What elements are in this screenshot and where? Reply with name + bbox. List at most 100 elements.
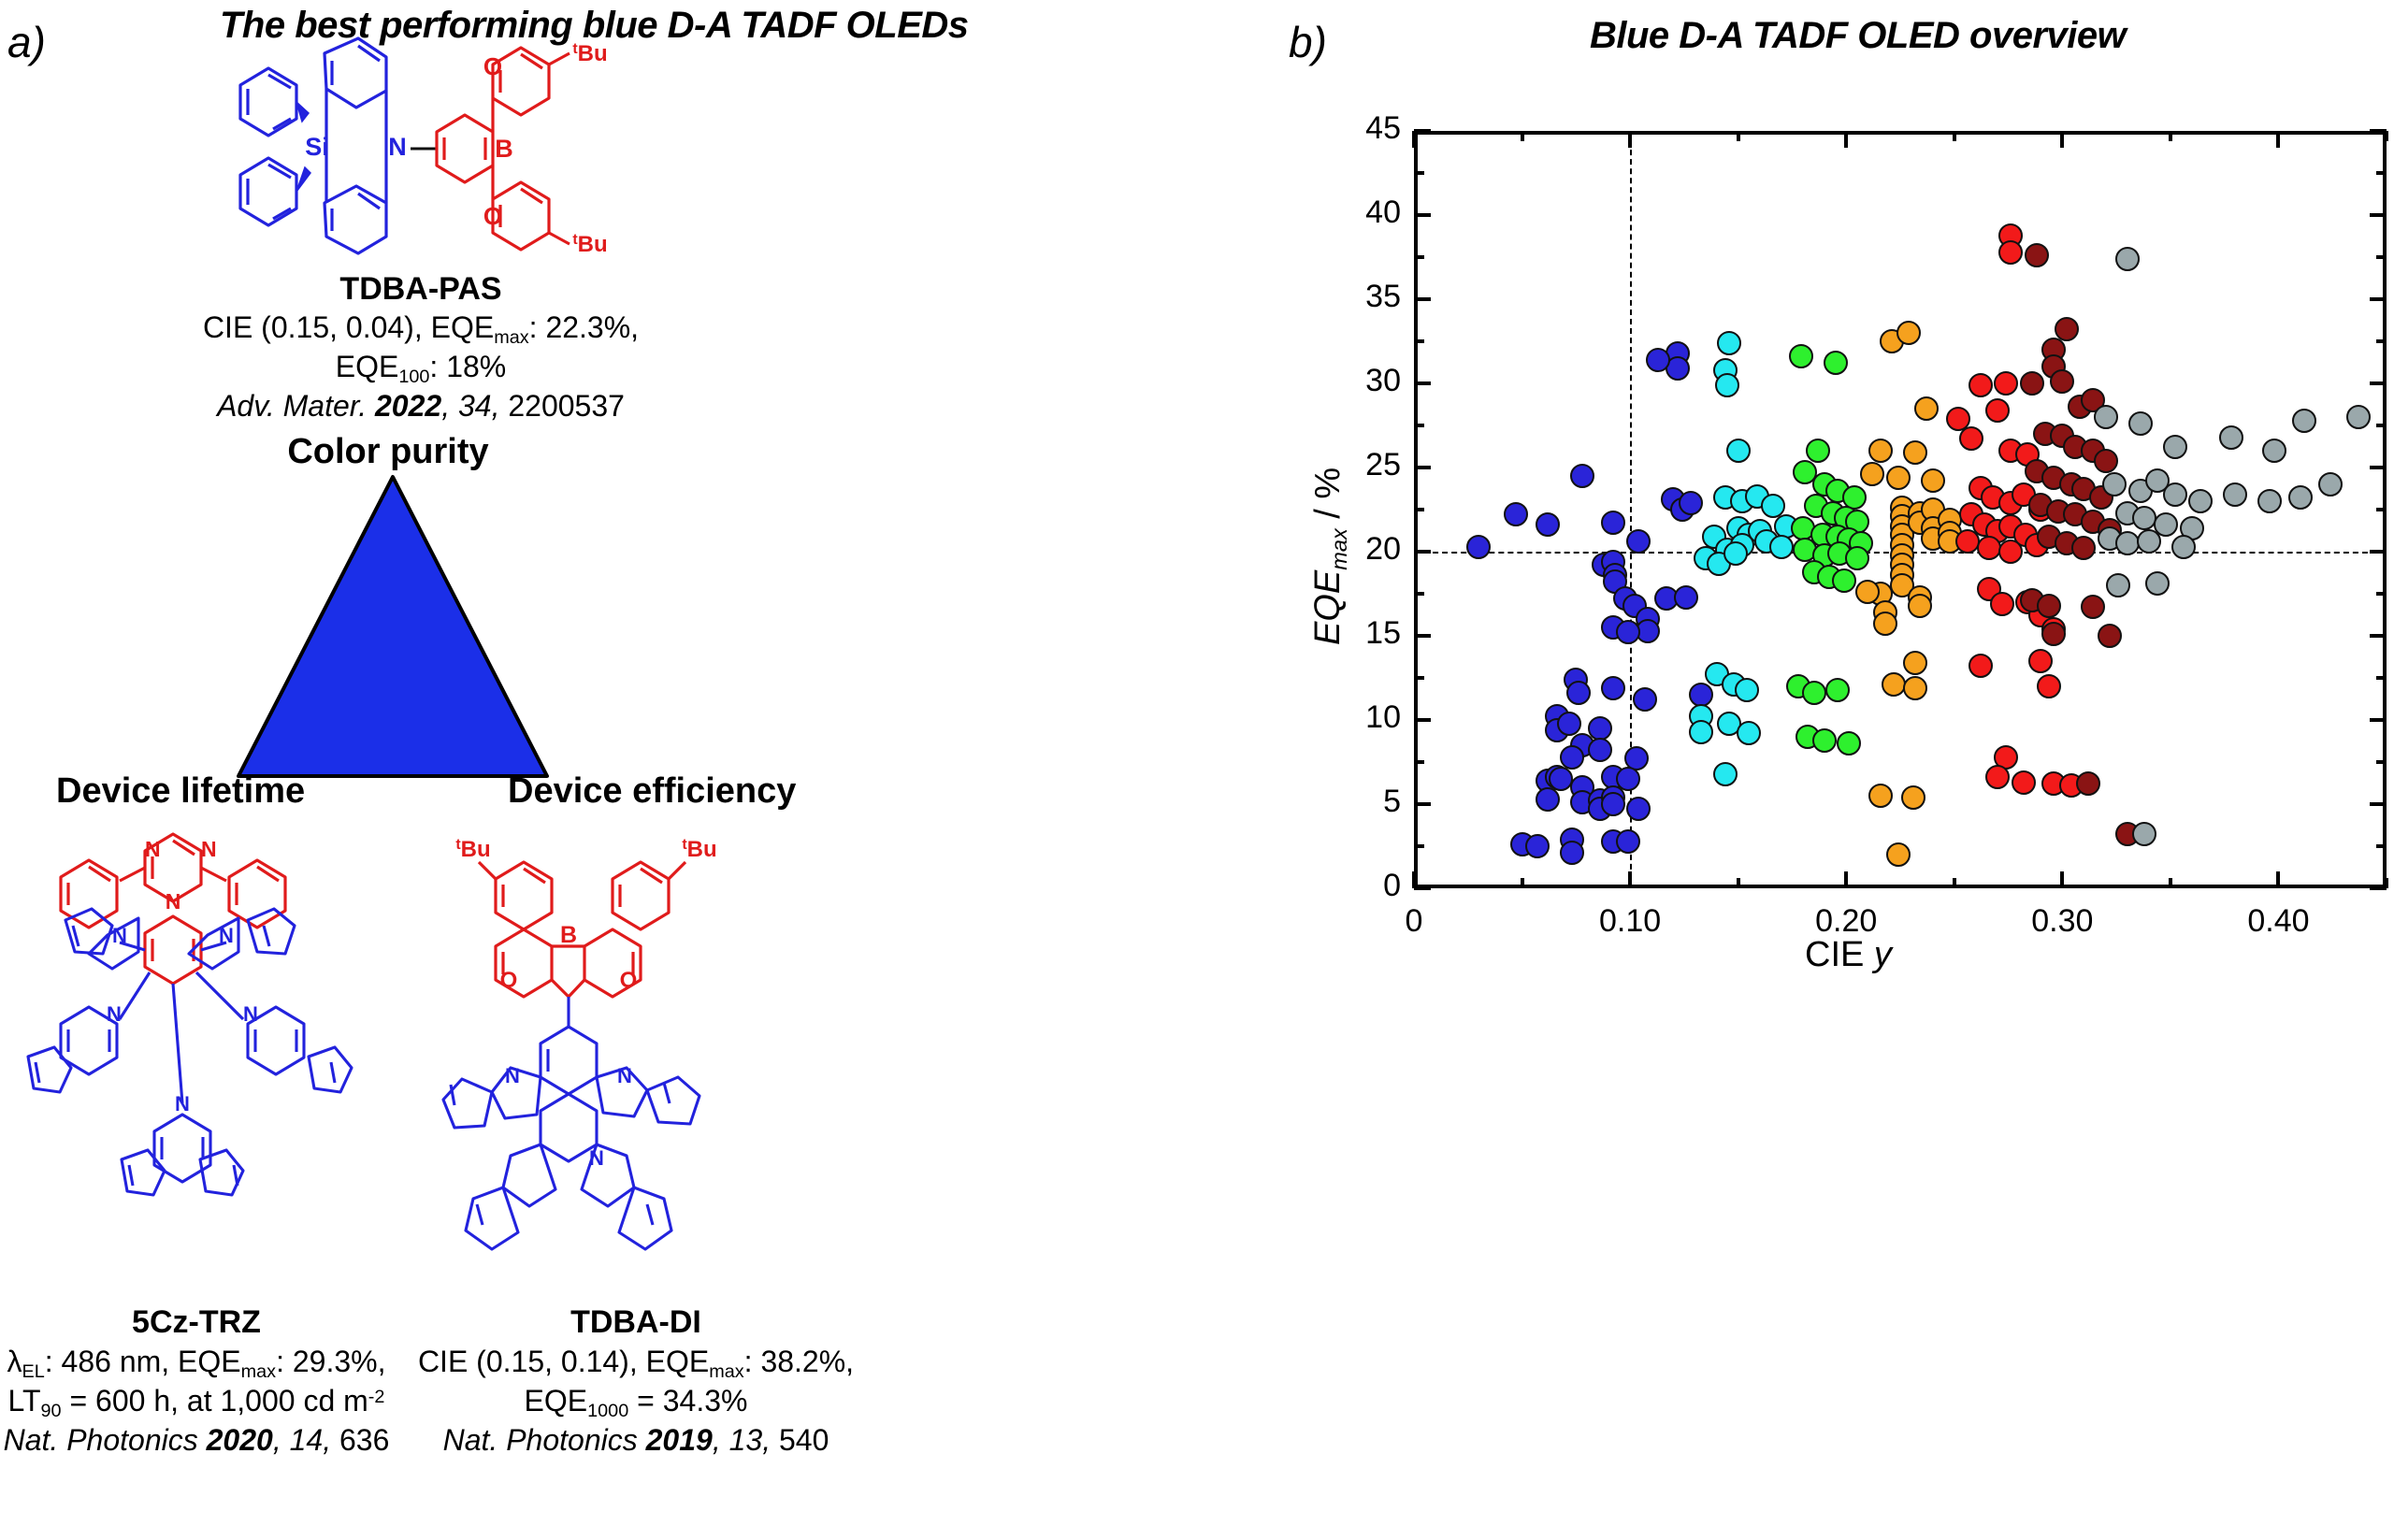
scatter-point-grey [2132, 506, 2157, 530]
x-tick-label: 0 [1405, 903, 1423, 939]
scatter-point-orange [1885, 842, 1911, 867]
molecule-line2-tdba-di: EQE1000 = 34.3% [411, 1384, 860, 1421]
scatter-point-red [1994, 744, 2019, 770]
ref-year: 2019 [645, 1423, 713, 1457]
di-l1-post: : 38.2%, [743, 1345, 855, 1378]
scatter-point-green [1806, 439, 1831, 463]
x-axis-title-var: y [1873, 935, 1892, 974]
molecule-ref-tdba-di: Nat. Photonics 2019, 13, 540 [442, 1423, 829, 1457]
y-tick-label: 45 [1365, 110, 1401, 146]
scatter-point-dark-red [2076, 771, 2101, 797]
scatter-point-sky-blue [1734, 677, 1759, 702]
scatter-point-red [1968, 372, 1993, 397]
scatter-point-deep-blue [1559, 744, 1584, 770]
scatter-point-orange [1896, 321, 1922, 345]
cz-l1-sub: EL [22, 1361, 45, 1383]
x-tick-label: 0.10 [1599, 903, 1662, 939]
molecule-line2-tdba-pas: EQE100: 18% [168, 350, 673, 387]
scatter-point-green [1812, 727, 1838, 753]
svg-text:N: N [166, 889, 181, 914]
cz-l1-pre: λ [7, 1345, 22, 1378]
scatter-point-orange [1872, 612, 1897, 637]
y-tick-label: 15 [1365, 615, 1401, 651]
scatter-point-grey [2145, 571, 2170, 597]
scatter-point-deep-blue [1626, 529, 1651, 554]
scatter-point-orange [1868, 784, 1894, 808]
strategy-triangle [229, 468, 556, 785]
y-axis-title-unit: / % [1308, 467, 1348, 529]
tdba-di-structure: B O O tBu tBu N N N [440, 823, 842, 1290]
scatter-point-deep-blue [1626, 797, 1651, 822]
scatter-point-deep-blue [1557, 711, 1582, 736]
reference-line-x-0.1 [1630, 131, 1633, 888]
scatter-point-green [1801, 681, 1826, 706]
svg-text:N: N [505, 1064, 520, 1087]
scatter-point-green [1836, 731, 1861, 756]
cz-l2-sub: 90 [40, 1401, 62, 1422]
svg-text:N: N [589, 1146, 604, 1170]
scatter-point-deep-blue [1536, 786, 1561, 812]
scatter-point-grey [2218, 425, 2243, 450]
scatter-point-orange [1882, 672, 1907, 698]
scatter-point-red [1997, 540, 2023, 564]
scatter-point-dark-red [2071, 536, 2097, 561]
molecule-name-tdba-di: TDBA-DI [570, 1304, 701, 1340]
scatter-point-deep-blue [1536, 512, 1561, 538]
scatter-point-red [1954, 529, 1980, 554]
scatter-point-green [1788, 344, 1813, 369]
svg-text:N: N [175, 1092, 190, 1115]
svg-text:N: N [243, 1002, 258, 1026]
svg-text:N: N [617, 1064, 632, 1087]
ref-volume: 34 [457, 389, 492, 423]
svg-text:B: B [495, 135, 513, 163]
scatter-point-deep-blue [1678, 490, 1703, 515]
scatter-point-sky-blue [1712, 761, 1738, 786]
scatter-point-sky-blue [1689, 719, 1714, 744]
scatter-point-grey [2261, 439, 2286, 463]
scatter-point-dark-red [2024, 243, 2049, 268]
scatter-point-grey [2114, 531, 2140, 555]
scatter-point-grey [2162, 435, 2187, 460]
svg-text:N: N [388, 133, 407, 161]
ref-journal: Adv. Mater. [217, 389, 368, 423]
scatter-point-red [1959, 426, 1984, 452]
scatter-point-deep-blue [1600, 511, 1625, 536]
triangle-left-label: Device lifetime [56, 771, 306, 811]
molecule-line2-5cz-trz: LT90 = 600 h, at 1,000 cd m-2 [0, 1384, 393, 1422]
svg-text:N: N [201, 837, 217, 861]
scatter-point-sky-blue [1715, 372, 1740, 397]
y-tick-label: 20 [1365, 531, 1401, 567]
di-l1-sub: max [709, 1361, 744, 1383]
molecule-ref-tdba-pas: Adv. Mater. 2022, 34, 2200537 [217, 389, 625, 423]
tdba-pas-l1-sub: max [494, 327, 529, 349]
scatter-point-deep-blue [1559, 841, 1584, 866]
scatter-point-deep-blue [1466, 534, 1492, 559]
scatter-point-sky-blue [1723, 540, 1749, 566]
svg-text:tBu: tBu [455, 837, 490, 863]
x-tick-label: 0.30 [2031, 903, 2094, 939]
scatter-point-red [2011, 770, 2036, 795]
scatter-point-green [1824, 677, 1850, 702]
cz-l2-post: = 600 h, at 1,000 cd m [61, 1384, 368, 1418]
five-cz-trz-structure: N N N N N N [9, 823, 402, 1290]
scatter-point-red [1989, 591, 2014, 616]
ref-page: 2200537 [508, 389, 625, 423]
scatter-point-grey [2114, 246, 2140, 271]
scatter-point-dark-red [2019, 371, 2044, 396]
svg-text:Si: Si [305, 133, 329, 161]
cz-l2-pre: LT [7, 1384, 41, 1418]
scatter-point-orange [1903, 675, 1928, 700]
svg-text:tBu: tBu [682, 837, 716, 863]
molecule-line1-tdba-pas: CIE (0.15, 0.04), EQEmax: 22.3%, [168, 310, 673, 349]
svg-text:O: O [483, 52, 502, 80]
cz-l1-post: : 486 nm, EQE [44, 1345, 241, 1378]
scatter-point-deep-blue [1524, 834, 1550, 858]
panel-b-letter: b) [1289, 18, 1327, 66]
scatter-point-grey [2136, 529, 2161, 554]
cz-l2-sup: -2 [368, 1386, 385, 1407]
scatter-point-grey [2127, 411, 2153, 437]
scatter-point-sky-blue [1768, 534, 1794, 559]
scatter-point-grey [2257, 489, 2283, 513]
scatter-point-grey [2287, 485, 2313, 511]
scatter-point-sky-blue [1737, 721, 1762, 746]
